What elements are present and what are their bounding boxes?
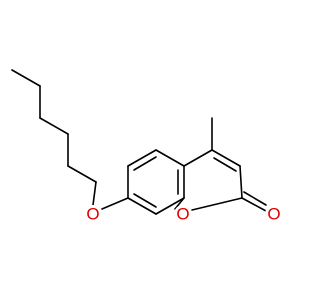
ring-oxygen-atom: O — [174, 204, 192, 223]
pyrone-bond-c2-o1 — [191, 197, 243, 211]
ring-double-c6-c5 — [133, 156, 157, 171]
ether-bond-right — [101, 197, 129, 210]
ring-bond-c8-c7 — [127, 197, 157, 215]
carbonyl-oxygen-label: O — [267, 204, 280, 223]
ether-oxygen-atom: O — [84, 204, 102, 223]
ring-oxygen-label: O — [176, 204, 189, 223]
atom-labels-group: O O O — [84, 204, 283, 223]
ether-oxygen-label: O — [86, 204, 99, 223]
ring-bond-c6-c5 — [127, 149, 157, 167]
ring-double-c8-c7 — [133, 193, 157, 208]
carbonyl-bond-b — [243, 191, 267, 206]
ether-bond-left — [92, 181, 97, 206]
pyrone-bond-c4-c3 — [211, 149, 241, 167]
carbonyl-bond-a — [241, 197, 267, 212]
pyrone-double-c4-c3 — [213, 157, 237, 172]
ring-bond-c8a-c8 — [155, 197, 185, 215]
pyrone-bond-c3-c2 — [239, 165, 243, 199]
structure-canvas: O O O — [11, 69, 283, 224]
pyrone-bond-c4a-c4 — [183, 149, 213, 167]
ring-bond-c5-c4a — [155, 149, 185, 167]
chain-bond-5 — [67, 165, 97, 183]
bonds-group — [11, 69, 267, 215]
molecule-structure: O O O — [11, 69, 283, 224]
carbonyl-oxygen-atom: O — [265, 204, 283, 223]
chain-bond-3 — [39, 117, 69, 135]
pyrone-bond-o1-c8a — [174, 197, 185, 210]
chain-bond-1 — [11, 69, 41, 87]
